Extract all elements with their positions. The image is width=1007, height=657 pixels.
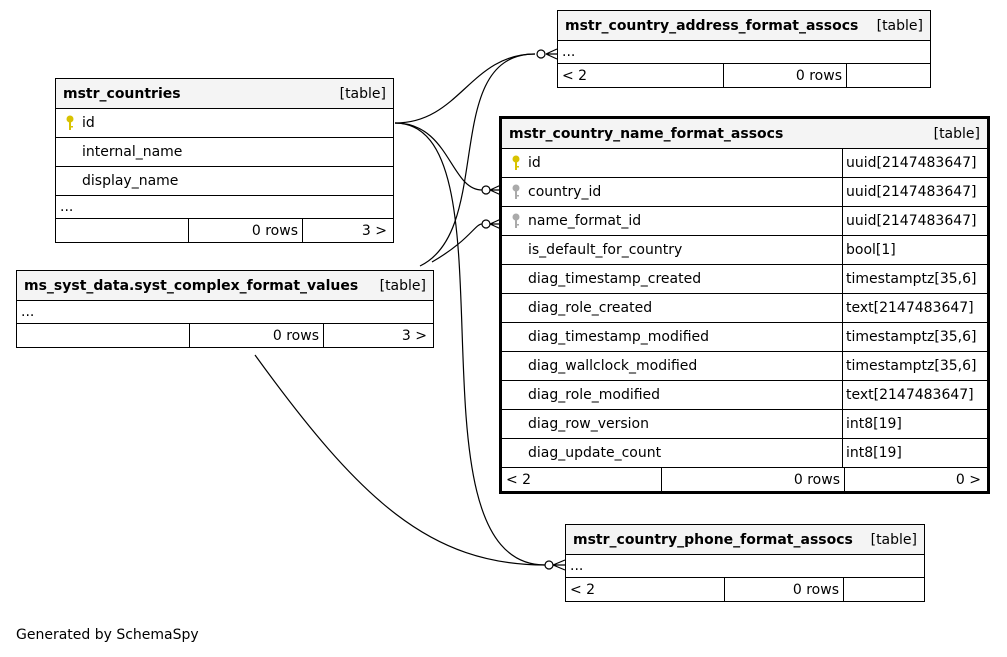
parent-count[interactable]: < 2 <box>506 471 532 488</box>
table-mstr-country-name-format-assocs[interactable]: mstr_country_name_format_assocs [table] … <box>499 116 990 494</box>
table-name: mstr_country_phone_format_assocs <box>573 531 853 548</box>
column-name: diag_role_modified <box>528 387 661 403</box>
column-row[interactable]: diag_row_version int8[19] <box>502 409 987 438</box>
table-kind: [table] <box>379 277 426 294</box>
parent-count[interactable]: < 2 <box>570 581 596 598</box>
column-row[interactable]: diag_timestamp_created timestamptz[35,6] <box>502 264 987 293</box>
column-name: diag_timestamp_created <box>528 271 702 287</box>
column-row[interactable]: internal_name <box>56 137 393 166</box>
column-row[interactable]: display_name <box>56 166 393 195</box>
parent-count <box>17 324 189 347</box>
parent-count <box>56 219 188 242</box>
primary-key-icon <box>512 155 520 170</box>
row-count: 0 rows <box>724 578 843 601</box>
more-columns: ... <box>566 554 924 577</box>
column-type: bool[1] <box>842 236 987 264</box>
table-kind: [table] <box>339 85 386 102</box>
column-name: diag_row_version <box>528 416 649 432</box>
table-footer: 0 rows 3 > <box>17 323 433 347</box>
column-row[interactable]: is_default_for_country bool[1] <box>502 235 987 264</box>
column-row[interactable]: country_id uuid[2147483647] <box>502 177 987 206</box>
table-mstr-country-address-format-assocs[interactable]: mstr_country_address_format_assocs [tabl… <box>557 10 931 88</box>
column-name: diag_wallclock_modified <box>528 358 698 374</box>
column-row[interactable]: diag_timestamp_modified timestamptz[35,6… <box>502 322 987 351</box>
row-count: 0 rows <box>189 324 323 347</box>
more-columns: ... <box>558 40 930 63</box>
generated-by-credit: Generated by SchemaSpy <box>16 627 199 643</box>
table-mstr-country-phone-format-assocs[interactable]: mstr_country_phone_format_assocs [table]… <box>565 524 925 602</box>
table-footer: < 2 0 rows <box>558 63 930 87</box>
edge-countries-phone <box>394 122 546 566</box>
column-type: int8[19] <box>842 439 987 467</box>
child-count <box>846 64 930 87</box>
table-syst-complex-format-values[interactable]: ms_syst_data.syst_complex_format_values … <box>16 270 434 348</box>
table-kind: [table] <box>933 125 980 142</box>
table-mstr-countries[interactable]: mstr_countries [table] id internal_name … <box>55 78 394 243</box>
column-type: uuid[2147483647] <box>842 149 987 177</box>
foreign-key-icon <box>512 184 520 199</box>
column-type: timestamptz[35,6] <box>842 323 987 351</box>
column-row[interactable]: name_format_id uuid[2147483647] <box>502 206 987 235</box>
column-type: timestamptz[35,6] <box>842 352 987 380</box>
table-header[interactable]: mstr_country_name_format_assocs [table] <box>502 119 987 148</box>
column-name: diag_role_created <box>528 300 653 316</box>
table-footer: 0 rows 3 > <box>56 218 393 242</box>
column-name: name_format_id <box>528 213 642 229</box>
table-footer: < 2 0 rows 0 > <box>502 467 987 491</box>
column-type: int8[19] <box>842 410 987 438</box>
child-count: 0 > <box>844 468 987 491</box>
column-name: internal_name <box>82 144 183 160</box>
column-name: id <box>528 155 541 171</box>
column-row[interactable]: diag_role_modified text[2147483647] <box>502 380 987 409</box>
column-type: timestamptz[35,6] <box>842 265 987 293</box>
edge-countries-address <box>394 53 536 124</box>
column-name: diag_timestamp_modified <box>528 329 710 345</box>
table-name: ms_syst_data.syst_complex_format_values <box>24 277 359 294</box>
table-header[interactable]: mstr_country_address_format_assocs [tabl… <box>558 11 930 40</box>
table-name: mstr_countries <box>63 85 181 102</box>
edge-complex-phone <box>254 354 546 566</box>
table-name: mstr_country_address_format_assocs <box>565 17 859 34</box>
row-count: 0 rows <box>661 468 844 491</box>
column-type: uuid[2147483647] <box>842 207 987 235</box>
column-name: diag_update_count <box>528 445 662 461</box>
column-row[interactable]: diag_role_created text[2147483647] <box>502 293 987 322</box>
table-header[interactable]: mstr_countries [table] <box>56 79 393 108</box>
column-name: display_name <box>82 173 179 189</box>
column-type: text[2147483647] <box>842 294 987 322</box>
row-count: 0 rows <box>188 219 302 242</box>
column-name: is_default_for_country <box>528 242 683 258</box>
more-columns: ... <box>17 300 433 323</box>
table-header[interactable]: mstr_country_phone_format_assocs [table] <box>566 525 924 554</box>
column-type: uuid[2147483647] <box>842 178 987 206</box>
table-name: mstr_country_name_format_assocs <box>509 125 784 142</box>
edge-complex-address <box>419 53 536 267</box>
more-columns: ... <box>56 195 393 218</box>
column-row[interactable]: id <box>56 108 393 137</box>
child-count <box>843 578 924 601</box>
child-count[interactable]: 3 > <box>323 324 433 347</box>
edge-complex-name-format <box>431 223 483 263</box>
column-name: id <box>82 115 95 131</box>
row-count: 0 rows <box>723 64 846 87</box>
column-type: text[2147483647] <box>842 381 987 409</box>
foreign-key-icon <box>512 213 520 228</box>
column-row[interactable]: id uuid[2147483647] <box>502 148 987 177</box>
column-row[interactable]: diag_update_count int8[19] <box>502 438 987 467</box>
column-row[interactable]: diag_wallclock_modified timestamptz[35,6… <box>502 351 987 380</box>
table-header[interactable]: ms_syst_data.syst_complex_format_values … <box>17 271 433 300</box>
parent-count[interactable]: < 2 <box>562 67 588 84</box>
primary-key-icon <box>66 115 74 130</box>
table-kind: [table] <box>870 531 917 548</box>
table-footer: < 2 0 rows <box>566 577 924 601</box>
column-name: country_id <box>528 184 602 200</box>
child-count[interactable]: 3 > <box>302 219 393 242</box>
table-kind: [table] <box>876 17 923 34</box>
